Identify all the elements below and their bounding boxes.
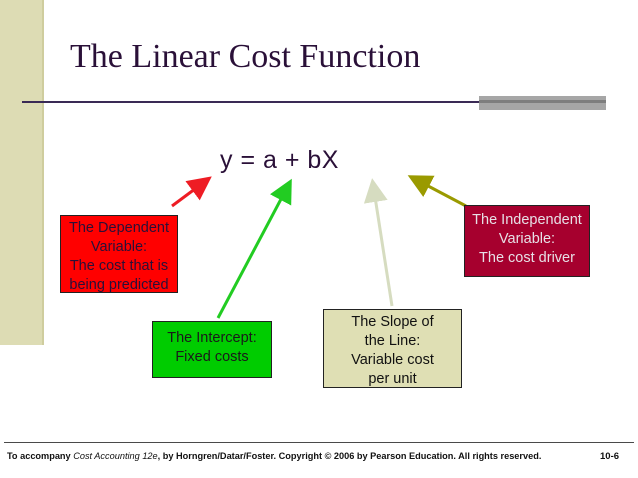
callout-independent-variable: The Independent Variable: The cost drive… xyxy=(464,205,590,277)
callout-line: The Dependent xyxy=(69,220,169,236)
footer-suffix: , by Horngren/Datar/Foster. Copyright © … xyxy=(157,451,542,461)
title-rule xyxy=(22,101,479,103)
callout-line: being predicted xyxy=(69,277,169,293)
footer-divider xyxy=(4,442,634,443)
title-rule-block xyxy=(479,96,606,110)
callout-line: Fixed costs xyxy=(175,349,249,365)
arrow-slope xyxy=(363,178,394,307)
arrow-dependent xyxy=(171,176,212,208)
callout-slope: The Slope of the Line: Variable cost per… xyxy=(323,309,462,388)
callout-line: The cost driver xyxy=(479,250,575,266)
callout-line: the Line: xyxy=(364,333,421,349)
arrow-independent xyxy=(407,175,467,208)
callout-line: Variable: xyxy=(90,239,148,255)
callout-line: Variable cost xyxy=(351,352,434,368)
arrow-intercept xyxy=(216,178,292,319)
page-number: 10-6 xyxy=(600,451,620,462)
sidebar-accent xyxy=(0,0,42,345)
callout-intercept: The Intercept: Fixed costs xyxy=(152,321,272,378)
callout-line: The Independent xyxy=(472,212,582,228)
sidebar-edge xyxy=(42,0,44,345)
callout-dependent-variable: The Dependent Variable: The cost that is… xyxy=(60,215,178,293)
callout-line: per unit xyxy=(368,371,417,387)
callout-line: Variable: xyxy=(498,231,556,247)
callout-line: The Intercept: xyxy=(167,330,257,346)
footer-book-title: Cost Accounting 12e xyxy=(73,451,158,461)
slide-title: The Linear Cost Function xyxy=(70,38,421,75)
footer-copyright: To accompany Cost Accounting 12e, by Hor… xyxy=(7,451,541,461)
callout-line: The cost that is xyxy=(69,258,169,274)
callout-line: The Slope of xyxy=(351,314,434,330)
equation: y = a + bX xyxy=(220,146,339,174)
footer-prefix: To accompany xyxy=(7,451,74,461)
